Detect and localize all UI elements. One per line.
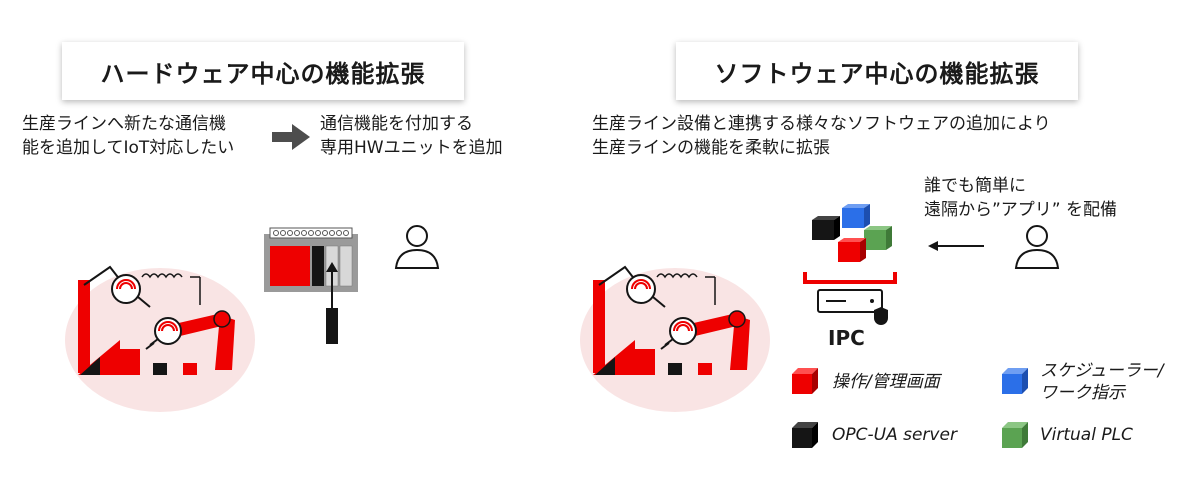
deploy-arrow-icon — [928, 241, 984, 251]
left-title-text: ハードウェア中心の機能拡張 — [100, 59, 426, 88]
user-icon-left — [394, 225, 440, 269]
ipc-label: IPC — [828, 326, 865, 350]
user-icon-right — [1014, 225, 1060, 269]
legend-label-scheduler-line2: ワーク指示 — [1040, 383, 1125, 403]
cube-green — [864, 226, 892, 250]
right-desc-line2: 生産ラインの機能を柔軟に拡張 — [592, 138, 830, 158]
cube-blue — [842, 204, 870, 228]
right-title: ソフトウェア中心の機能拡張 — [676, 42, 1078, 100]
left-result-line1: 通信機能を付加する — [320, 114, 473, 134]
legend-cube-black-icon — [792, 422, 818, 448]
legend-label-opcua: OPC-UA server — [832, 424, 957, 446]
left-desc-line1: 生産ラインへ新たな通信機 — [22, 114, 226, 134]
hardware-unit-icon — [264, 227, 358, 344]
red-bracket — [803, 272, 897, 284]
right-title-text: ソフトウェア中心の機能拡張 — [714, 59, 1040, 88]
legend-cube-green-icon — [1002, 422, 1028, 448]
legend-label-vplc-text: Virtual PLC — [1040, 425, 1133, 445]
right-arrow-icon — [272, 124, 310, 150]
left-result-line2: 専用HWユニットを追加 — [320, 138, 503, 158]
legend-label-scheduler-line1: スケジューラー/ — [1040, 361, 1164, 381]
legend-cube-red-icon — [792, 368, 818, 394]
cube-black — [812, 216, 840, 240]
left-title: ハードウェア中心の機能拡張 — [62, 42, 464, 100]
left-result: 通信機能を付加する 専用HWユニットを追加 — [320, 112, 503, 160]
left-desc-line2: 能を追加してIoT対応したい — [22, 138, 235, 158]
deploy-note: 誰でも簡単に 遠隔から”アプリ” を配備 — [924, 174, 1117, 222]
factory-robot-illustration-left — [65, 265, 255, 412]
legend-label-opcua-text: OPC-UA server — [832, 425, 957, 445]
left-description: 生産ラインへ新たな通信機 能を追加してIoT対応したい — [22, 112, 234, 160]
ipc-device-icon — [817, 289, 888, 325]
legend-cube-blue-icon — [1002, 368, 1028, 394]
legend-label-scheduler: スケジューラー/ ワーク指示 — [1040, 360, 1164, 404]
cube-red — [838, 238, 866, 262]
right-desc-line1: 生産ライン設備と連携する様々なソフトウェアの追加により — [592, 114, 1051, 134]
app-cubes-icon — [812, 204, 892, 262]
deploy-note-line2: 遠隔から”アプリ” を配備 — [924, 200, 1118, 220]
deploy-note-line1: 誰でも簡単に — [924, 176, 1026, 196]
legend-label-vplc: Virtual PLC — [1040, 424, 1133, 446]
factory-robot-illustration-right — [580, 265, 770, 412]
right-description: 生産ライン設備と連携する様々なソフトウェアの追加により 生産ラインの機能を柔軟に… — [592, 112, 1051, 160]
legend-label-ui: 操作/管理画面 — [832, 371, 940, 393]
legend-label-ui-text: 操作/管理画面 — [832, 372, 940, 392]
